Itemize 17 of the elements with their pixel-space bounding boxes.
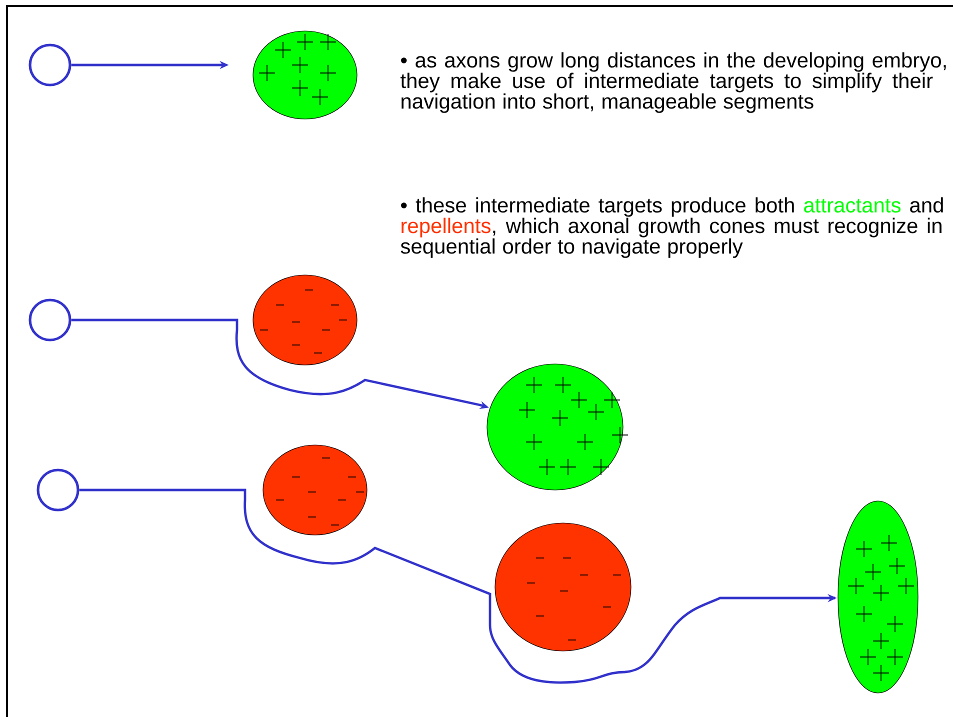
attractant-target xyxy=(252,30,358,120)
attractant-target xyxy=(486,364,628,490)
label: attractants xyxy=(804,198,901,213)
growth-cone-circle xyxy=(36,468,80,512)
label: and xyxy=(910,197,943,213)
repellent-target xyxy=(262,444,368,536)
repellent-target xyxy=(252,274,358,366)
repellent-target xyxy=(494,522,632,652)
label: • these intermediate targets produce both xyxy=(401,197,794,217)
growth-cone-circle xyxy=(28,44,72,86)
label: repellents xyxy=(402,218,490,238)
bullet-text: • these intermediate targets produce both attractants and repellents, which axonal growth cones must recognize in sequential order to navigate properly xyxy=(400,197,943,258)
attractant-target xyxy=(838,500,918,694)
bullet-text: • as axons grow long distances in the developing embryo, they make use of intermediate targets to simplify their navigation into short, manageable segments xyxy=(400,52,946,113)
label: , which axonal growth cones must recognize in xyxy=(493,218,942,238)
growth-cone-circle xyxy=(28,298,72,342)
label: sequential order to navigate properly xyxy=(400,238,743,258)
